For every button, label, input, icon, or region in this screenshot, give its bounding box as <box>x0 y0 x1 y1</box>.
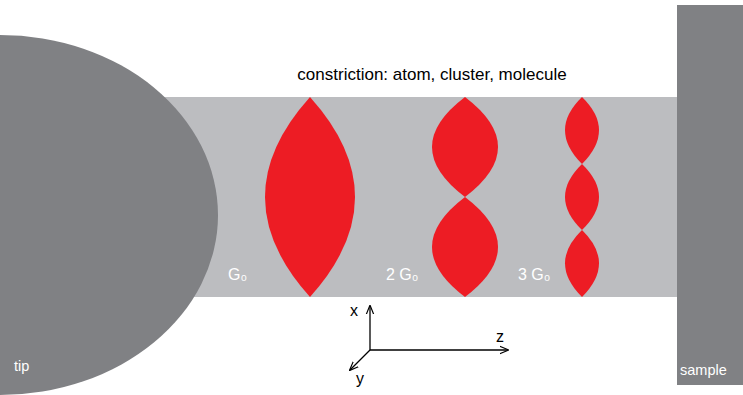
tip-body <box>0 35 218 395</box>
constriction-band <box>150 97 690 297</box>
sample-slab: sample <box>677 5 743 385</box>
title-label: constriction: atom, cluster, molecule <box>297 66 566 85</box>
channel-lens <box>265 97 355 297</box>
tip-shape: tip <box>0 35 218 395</box>
axis-triad <box>350 306 508 370</box>
channel-lens <box>432 197 498 297</box>
axis-arrow <box>369 306 370 350</box>
conductance-label: 2 G₀ <box>386 266 418 284</box>
axis-label: z <box>496 328 504 346</box>
axis-arrow <box>370 349 508 350</box>
conductance-label: 3 G₀ <box>518 266 550 284</box>
channel-lens <box>432 97 498 197</box>
channel-lens <box>565 230 599 297</box>
sample-body <box>677 5 743 385</box>
channel-lens <box>565 97 599 164</box>
axis-label: x <box>350 302 358 320</box>
conductance-label: G₀ <box>228 266 247 284</box>
channel-lens <box>565 164 599 230</box>
conduction-channels <box>265 97 599 297</box>
node-outline <box>677 5 743 385</box>
node-outline <box>0 35 218 395</box>
axis-label: y <box>356 370 364 388</box>
part-label: tip <box>14 359 218 375</box>
axis-arrow <box>350 350 370 370</box>
part-label: sample <box>680 363 743 379</box>
